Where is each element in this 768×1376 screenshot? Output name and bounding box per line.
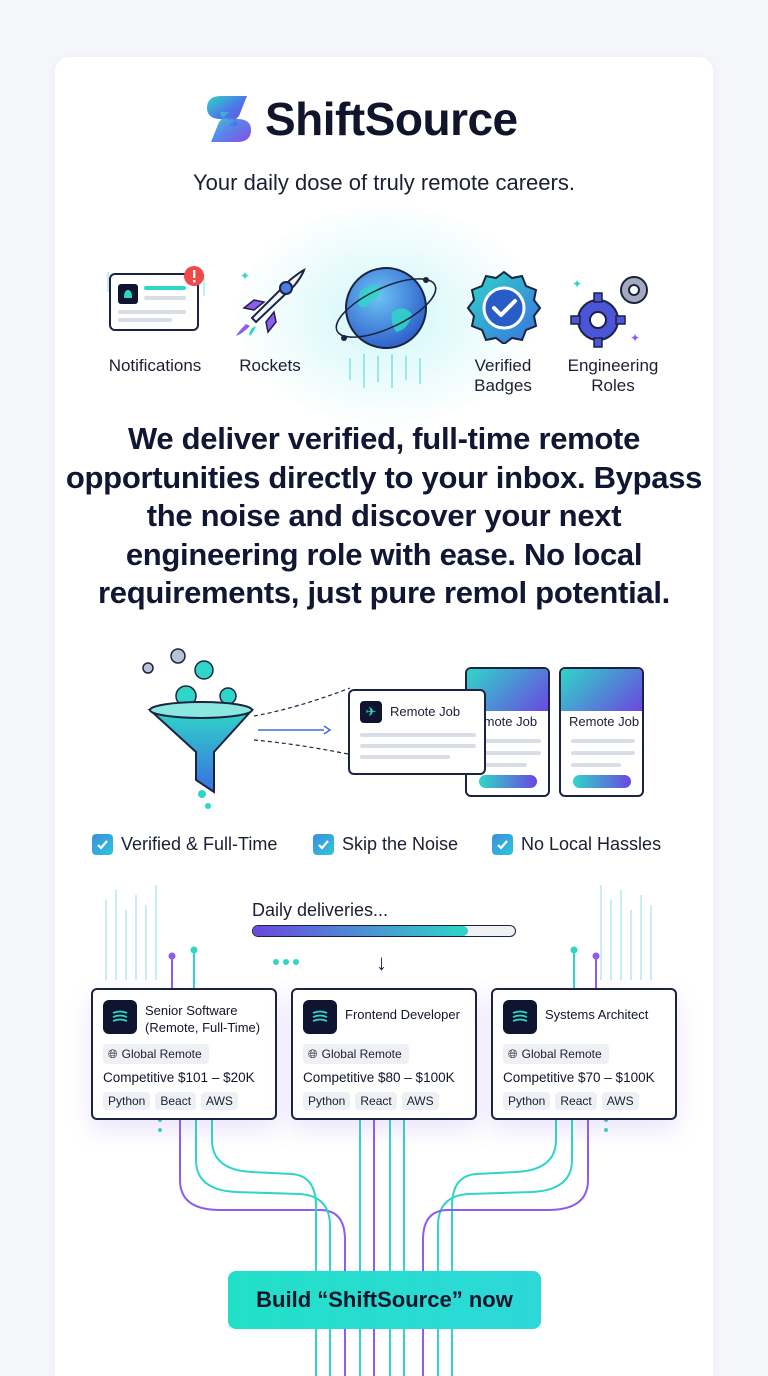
tech-tag: AWS: [601, 1092, 639, 1110]
headline: We deliver verified, full-time remote op…: [65, 421, 703, 610]
tech-tag: AWS: [401, 1092, 439, 1110]
check-verified-full-time: Verified & Full-Time: [92, 834, 277, 855]
svg-text:✦: ✦: [240, 269, 250, 283]
gears-icon: ✦ ✦: [570, 276, 648, 348]
arrow-down-icon: ↓: [376, 950, 387, 975]
shiftsource-logo-icon: [207, 96, 251, 142]
job-listing-card[interactable]: Systems Architect 🌐︎ Global Remote Compe…: [491, 988, 677, 1120]
brand-logo: ShiftSource: [203, 90, 518, 148]
checkbox-icon: [492, 834, 513, 855]
feature-checks: Verified & Full-Time Skip the Noise No L…: [0, 832, 768, 860]
listing-title: Senior Software (Remote, Full-Time): [145, 1003, 261, 1035]
progress-label: Daily deliveries...: [252, 900, 389, 920]
checkbox-icon: [313, 834, 334, 855]
job-card-title: Remote Job: [569, 714, 640, 729]
listing-title: Systems Architect: [545, 1007, 649, 1022]
globe-small-icon: 🌐︎: [308, 1046, 318, 1061]
job-card-title: Remote Job: [390, 704, 461, 719]
globe-small-icon: 🌐︎: [508, 1046, 518, 1061]
plane-icon: ✈: [360, 701, 382, 723]
location-badge-label: Global Remote: [521, 1047, 602, 1061]
check-label: No Local Hassles: [521, 834, 662, 854]
tech-tag: React: [355, 1092, 397, 1110]
globe-icon: [335, 267, 437, 388]
location-badge-label: Global Remote: [321, 1047, 402, 1061]
location-badge-label: Global Remote: [121, 1047, 202, 1061]
verified-badge-icon: [466, 270, 542, 344]
tagline: Your daily dose of truly remote careers.: [193, 170, 575, 195]
feature-label-engineering-roles: Engineering Roles: [567, 356, 659, 395]
notification-window-icon: [107, 266, 205, 331]
progress-fill: [253, 926, 468, 936]
listing-tags: Python Beact AWS: [103, 1092, 243, 1110]
tech-tag: Python: [303, 1092, 351, 1110]
listing-salary: Competitive $80 – $100K: [303, 1070, 455, 1085]
tech-tag: Python: [103, 1092, 151, 1110]
listing-tags: Python React AWS: [503, 1092, 644, 1110]
job-listing-card[interactable]: Senior Software (Remote, Full-Time) 🌐︎ G…: [91, 988, 277, 1120]
check-no-local-hassles: No Local Hassles: [492, 834, 661, 855]
company-logo-icon: [303, 1000, 337, 1034]
job-listing-card[interactable]: Frontend Developer 🌐︎ Global Remote Comp…: [291, 988, 477, 1120]
checkbox-icon: [92, 834, 113, 855]
progress-bar: [252, 925, 516, 937]
rocket-icon: ✦: [236, 268, 306, 336]
globe-small-icon: 🌐︎: [108, 1046, 118, 1061]
location-badge: 🌐︎ Global Remote: [103, 1044, 209, 1064]
tech-tag: Beact: [155, 1092, 197, 1110]
check-skip-the-noise: Skip the Noise: [313, 834, 458, 855]
funnel-icon: [142, 648, 351, 809]
job-card-front: ✈ Remote Job: [348, 689, 486, 775]
svg-text:✦: ✦: [630, 331, 640, 345]
feature-icons-row: Notifications ✦ Rockets: [0, 232, 768, 402]
check-label: Verified & Full-Time: [121, 834, 278, 854]
tech-tag: Python: [503, 1092, 551, 1110]
feature-label-rockets: Rockets: [239, 356, 301, 375]
feature-label-verified-badges: Verified Badges: [474, 356, 532, 395]
listing-title: Frontend Developer: [345, 1007, 460, 1022]
tech-tag: React: [555, 1092, 597, 1110]
listing-salary: Competitive $101 – $20K: [103, 1070, 255, 1085]
funnel-illustration: Remote Job Remote Job ✈ Remote Job: [0, 640, 768, 810]
listing-salary: Competitive $70 – $100K: [503, 1070, 655, 1085]
cta-button[interactable]: Build “ShiftSource” now: [228, 1271, 541, 1329]
circuit-decoration: [105, 885, 652, 1376]
job-card-back-2: Remote Job: [559, 667, 644, 797]
check-label: Skip the Noise: [342, 834, 459, 854]
location-badge: 🌐︎ Global Remote: [303, 1044, 409, 1064]
location-badge: 🌐︎ Global Remote: [503, 1044, 609, 1064]
company-logo-icon: [503, 1000, 537, 1034]
svg-text:✦: ✦: [572, 277, 582, 291]
listing-tags: Python React AWS: [303, 1092, 444, 1110]
feature-label-notifications: Notifications: [108, 356, 202, 375]
tech-tag: AWS: [201, 1092, 238, 1110]
brand-name: ShiftSource: [265, 93, 518, 145]
company-logo-icon: [103, 1000, 137, 1034]
